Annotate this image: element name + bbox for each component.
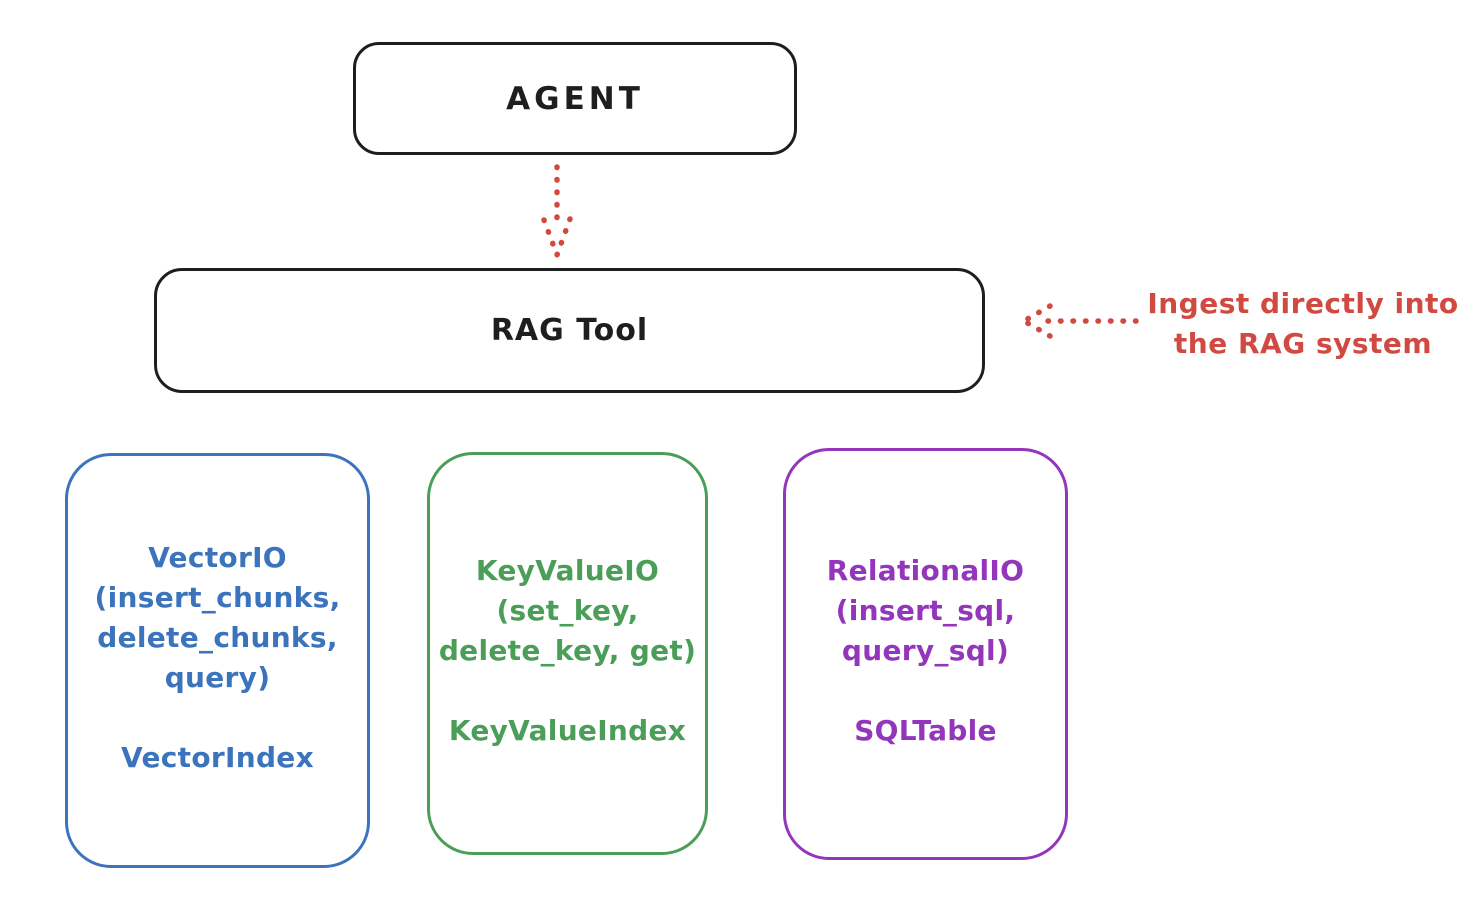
box-class-line: RelationalIO <box>826 554 1025 587</box>
rag-tool-label: RAG Tool <box>490 313 649 348</box>
ingest-annotation-line2: the RAG system <box>1173 327 1433 360</box>
box-method-line: query_sql) <box>841 634 1010 667</box>
box-method-line: (set_key, <box>496 594 639 627</box>
keyvalue-io-box: KeyValueIO (set_key, delete_key, get) Ke… <box>427 452 708 855</box>
index-class-label: VectorIndex <box>121 741 314 774</box>
ingest-annotation: Ingest directly into the RAG system <box>1125 284 1481 364</box>
arrow-left-icon <box>1021 303 1139 339</box>
rag-tool-node: RAG Tool <box>154 268 985 393</box>
box-class-line: VectorIO <box>148 541 287 574</box>
box-method-line: delete_chunks, <box>97 621 338 654</box>
index-class-label: SQLTable <box>854 714 997 747</box>
box-method-line: query) <box>164 661 271 694</box>
relational-io-box: RelationalIO (insert_sql, query_sql) SQL… <box>783 448 1068 860</box>
vector-io-box: VectorIO (insert_chunks, delete_chunks, … <box>65 453 370 868</box>
box-class-line: KeyValueIO <box>475 554 660 587</box>
agent-node: AGENT <box>353 42 797 155</box>
box-method-line: (insert_sql, <box>835 594 1016 627</box>
index-class-label: KeyValueIndex <box>448 714 687 747</box>
box-method-line: delete_key, get) <box>438 634 697 667</box>
arrow-down-icon <box>541 164 573 258</box>
agent-label: AGENT <box>506 80 644 117</box>
box-method-line: (insert_chunks, <box>94 581 341 614</box>
ingest-annotation-line1: Ingest directly into <box>1147 287 1459 320</box>
